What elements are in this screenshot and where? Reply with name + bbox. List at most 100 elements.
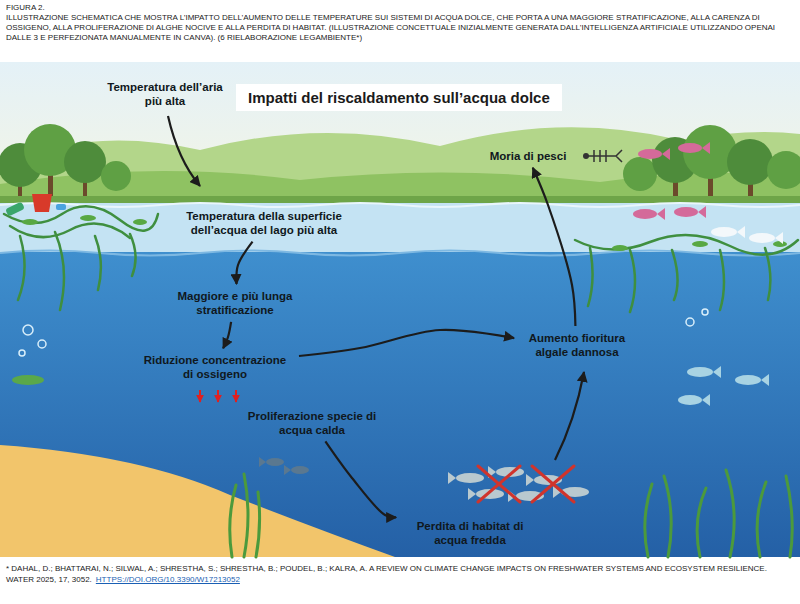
deep-water xyxy=(0,251,800,558)
light-fish xyxy=(761,374,769,386)
floating-algae xyxy=(18,236,25,300)
floating-litter xyxy=(56,204,66,210)
cold-water-fish xyxy=(456,473,484,483)
caption-block: FIGURA 2.ILLUSTRAZIONE SCHEMATICA CHE MO… xyxy=(6,3,794,43)
effect-label: Moria di pesci xyxy=(486,147,571,165)
effect-label: Temperatura della superficie dell’acqua … xyxy=(167,207,361,239)
node-text: Temperatura dell’aria più alta xyxy=(107,80,224,108)
red-cross xyxy=(478,466,574,502)
flow-arrow xyxy=(299,330,514,356)
cold-water-fish xyxy=(448,466,589,502)
effect-label: Maggiore e più lunga stratificazione xyxy=(166,287,304,319)
warm-water-fish xyxy=(291,466,309,474)
surface-water xyxy=(0,203,800,255)
seaweed xyxy=(256,492,260,557)
node-text: Moria di pesci xyxy=(490,149,567,163)
trees xyxy=(727,139,773,185)
floating-algae xyxy=(765,248,770,300)
figure-caption: ILLUSTRAZIONE SCHEMATICA CHE MOSTRA L’IM… xyxy=(6,13,775,42)
dead-fish xyxy=(702,142,710,154)
bubbles xyxy=(23,325,33,335)
sky xyxy=(0,62,800,204)
dead-fish xyxy=(749,233,775,243)
effect-label: Aumento fioritura algale dannosa xyxy=(517,329,637,361)
footnote-block: * DAHAL, D.; BHATTARAI, N.; SILWAL, A.; … xyxy=(6,563,794,585)
light-fish xyxy=(678,366,769,406)
hills xyxy=(0,127,800,204)
node-text: Temperatura della superficie dell’acqua … xyxy=(171,209,357,237)
effect-label: Riduzione concentrazione di ossigeno xyxy=(134,351,296,383)
dead-fish xyxy=(662,148,670,160)
light-fish xyxy=(735,375,761,385)
hills xyxy=(0,127,800,204)
seaweed xyxy=(230,485,236,557)
effect-label: Temperatura dell’aria più alta xyxy=(103,78,228,110)
dead-fish xyxy=(583,142,783,244)
sand xyxy=(0,445,395,557)
flow-arrow xyxy=(236,242,252,284)
light-fish xyxy=(687,367,713,377)
warm-water-fish xyxy=(266,458,284,466)
seaweed xyxy=(664,476,671,557)
light-fish xyxy=(702,394,710,406)
lily-pad xyxy=(12,375,44,385)
sand xyxy=(0,445,395,557)
node-text: Riduzione concentrazione di ossigeno xyxy=(138,353,292,381)
oxygen-drop-arrows xyxy=(199,390,201,402)
floating-litter xyxy=(32,194,52,212)
effect-label: Perdita di habitat di acqua fredda xyxy=(399,517,541,549)
seaweed xyxy=(786,476,792,557)
node-text: Maggiore e più lunga stratificazione xyxy=(170,289,300,317)
figure-number: FIGURA 2. xyxy=(6,3,794,13)
seaweed xyxy=(757,482,766,557)
seaweed xyxy=(726,470,734,557)
seaweed xyxy=(645,484,652,557)
algae-leaves xyxy=(22,215,787,251)
seaweed xyxy=(244,474,248,557)
oxygen-drop-arrows xyxy=(200,390,236,402)
node-text: Aumento fioritura algale dannosa xyxy=(521,331,633,359)
floating-algae xyxy=(95,236,101,290)
surface-water xyxy=(0,203,800,255)
light-fish xyxy=(713,366,721,378)
floating-algae xyxy=(55,232,64,310)
flow-arrow xyxy=(223,322,231,348)
floating-algae xyxy=(630,250,635,312)
deep-water xyxy=(0,252,800,557)
sky xyxy=(0,62,800,204)
bubbles xyxy=(38,340,46,348)
algae-leaves xyxy=(22,219,38,225)
floating-litter xyxy=(5,194,66,216)
red-cross xyxy=(532,466,574,502)
warm-water-fish xyxy=(259,457,309,475)
light-fish xyxy=(678,395,702,405)
effect-label: Proliferazione specie di acqua calda xyxy=(232,407,392,439)
diagram-title: Impatti del riscaldamento sull’acqua dol… xyxy=(248,89,550,106)
trees xyxy=(101,161,131,191)
title-box: Impatti del riscaldamento sull’acqua dol… xyxy=(236,84,562,111)
doi-link: HTTPS://DOI.ORG/10.3390/W17213052 xyxy=(96,575,240,584)
cold-water-fish xyxy=(448,472,456,484)
dead-fish xyxy=(698,206,706,218)
red-cross xyxy=(478,466,520,502)
pointer-arrow xyxy=(168,116,584,460)
red-cross xyxy=(532,466,574,502)
algae-leaves xyxy=(80,215,96,221)
deep-water xyxy=(0,251,800,256)
floating-algae xyxy=(10,224,130,238)
dead-fish xyxy=(588,150,622,162)
warm-water-fish xyxy=(259,457,266,467)
dead-fish xyxy=(657,208,665,220)
floating-algae xyxy=(588,248,593,306)
warm-water-fish xyxy=(284,465,291,475)
node-text: Perdita di habitat di acqua fredda xyxy=(403,519,537,547)
dead-fish xyxy=(678,143,702,153)
algae-leaves xyxy=(612,245,628,251)
dead-fish xyxy=(633,209,657,219)
seaweed xyxy=(230,470,793,557)
dead-fish xyxy=(737,226,745,238)
floating-algae xyxy=(720,250,724,310)
floating-algae xyxy=(4,206,798,312)
bubbles xyxy=(19,350,25,356)
